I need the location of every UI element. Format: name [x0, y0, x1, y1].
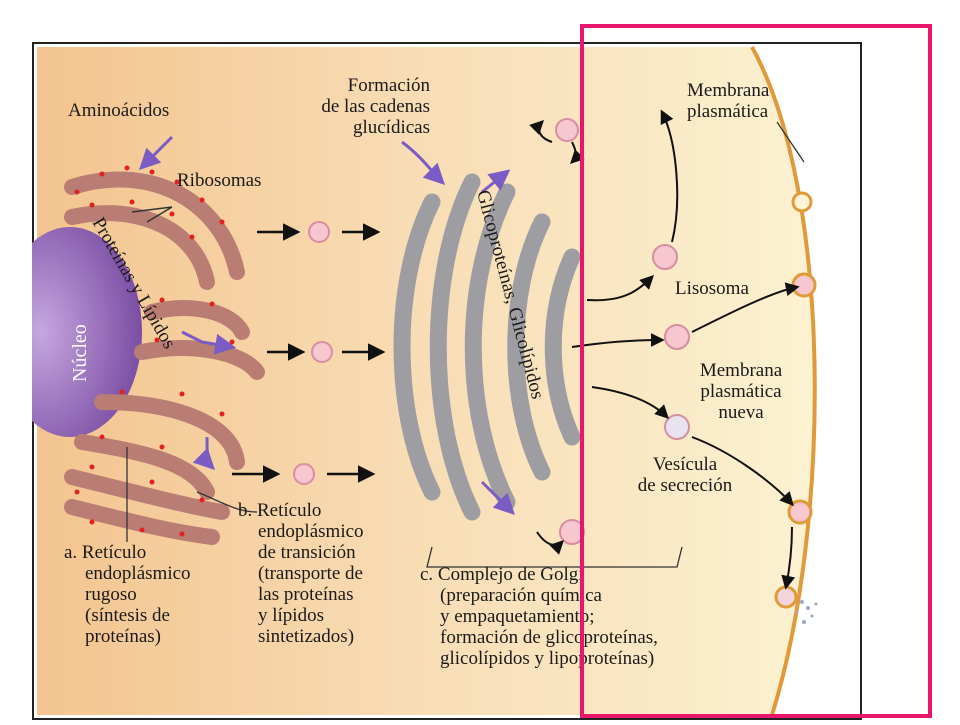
new-membrane-line-2: plasmática	[700, 381, 782, 402]
rough-er-line-4: (síntesis de	[85, 605, 170, 626]
rough-er-line-1: a. Retículo	[64, 542, 147, 563]
golgi-vesicles	[555, 118, 690, 545]
new-membrane-line-1: Membrana	[699, 360, 783, 381]
ribosomes	[74, 165, 235, 537]
secretion-vesicle	[664, 414, 690, 440]
transition-er-line-1: b. Retículo	[238, 500, 322, 521]
ribosome-pointer-2	[131, 206, 173, 213]
golgi-label: c. Complejo de Golgi (preparación químic…	[420, 564, 658, 669]
plasma-membrane-label: Membrana plasmática	[687, 80, 769, 122]
glucidic-chains-label: Formación de las cadenas glucídicas	[295, 75, 430, 138]
transition-er-line-2: endoplásmico	[258, 521, 364, 542]
golgi-line-3: y empaquetamiento;	[440, 606, 595, 627]
golgi-outgoing-arrows	[529, 109, 800, 590]
vesicle-line-2: de secreción	[637, 475, 733, 496]
rough-er-line-5: proteínas)	[85, 626, 161, 647]
new-membrane-label: Membrana plasmática nueva	[687, 360, 795, 423]
rough-er	[64, 171, 265, 545]
new-membrane-line-3: nueva	[718, 402, 764, 423]
membrane-line-2: plasmática	[687, 101, 769, 122]
ribosome-pointer	[146, 206, 173, 223]
transition-er-line-6: y lípidos	[258, 605, 324, 626]
nucleus	[0, 227, 142, 437]
plasma-membrane	[750, 46, 817, 716]
secretion-dots	[795, 600, 818, 624]
golgi-line-2: (preparación química	[440, 585, 602, 606]
rough-er-label: a. Retículo endoplásmico rugoso (síntesi…	[64, 542, 191, 647]
vesicle-line-1: Vesícula	[652, 454, 718, 475]
nucleus-label: Núcleo	[69, 324, 91, 382]
glucidic-line-2: de las cadenas	[321, 96, 430, 117]
highlight-box	[580, 24, 932, 718]
golgi-line-5: glicolípidos y lipoproteínas)	[440, 648, 655, 669]
membrane-line-1: Membrana	[687, 80, 770, 101]
er-transport-arrow	[181, 330, 237, 355]
transition-er-line-7: sintetizados)	[258, 626, 355, 647]
transition-vesicles	[293, 221, 333, 485]
membrane-pit	[791, 191, 813, 213]
glucidic-arrow	[401, 140, 445, 185]
golgi-line-4: formación de glicoproteínas,	[440, 627, 658, 648]
transition-er-line-4: (transporte de	[258, 563, 363, 584]
secretion-vesicle-label: Vesícula de secreción	[625, 454, 745, 496]
transition-er-line-5: las proteínas	[258, 584, 354, 605]
ribosomes-label: Ribosomas	[177, 170, 262, 191]
extracellular-space	[752, 47, 857, 715]
transport-arrows	[232, 223, 386, 483]
transition-er-label: b. Retículo endoplásmico de transición (…	[238, 500, 364, 647]
secretion-vesicle-2	[787, 499, 813, 525]
golgi-arrow-top	[481, 169, 511, 194]
label-pointers	[126, 121, 805, 568]
transition-er-line-3: de transición	[258, 542, 356, 563]
er-transport-arrow-2	[192, 436, 215, 470]
rough-er-line-3: rugoso	[85, 584, 137, 605]
golgi-complex	[393, 173, 581, 521]
aminoacids-label: Aminoácidos	[68, 100, 170, 121]
aminoacid-arrow	[139, 135, 174, 170]
glucidic-line-1: Formación	[347, 75, 430, 96]
cell-secretion-diagram: Núcleo Proteínas y Lípidos Glicoproteína…	[0, 42, 862, 720]
diagram-graphics: Núcleo Proteínas y Lípidos Glicoproteína…	[0, 42, 862, 720]
golgi-line-1: c. Complejo de Golgi	[420, 564, 584, 585]
lysosome-label: Lisosoma	[675, 278, 749, 299]
rough-er-line-2: endoplásmico	[85, 563, 191, 584]
golgi-arrow-bottom	[480, 480, 515, 515]
glucidic-line-3: glucídicas	[352, 117, 430, 138]
